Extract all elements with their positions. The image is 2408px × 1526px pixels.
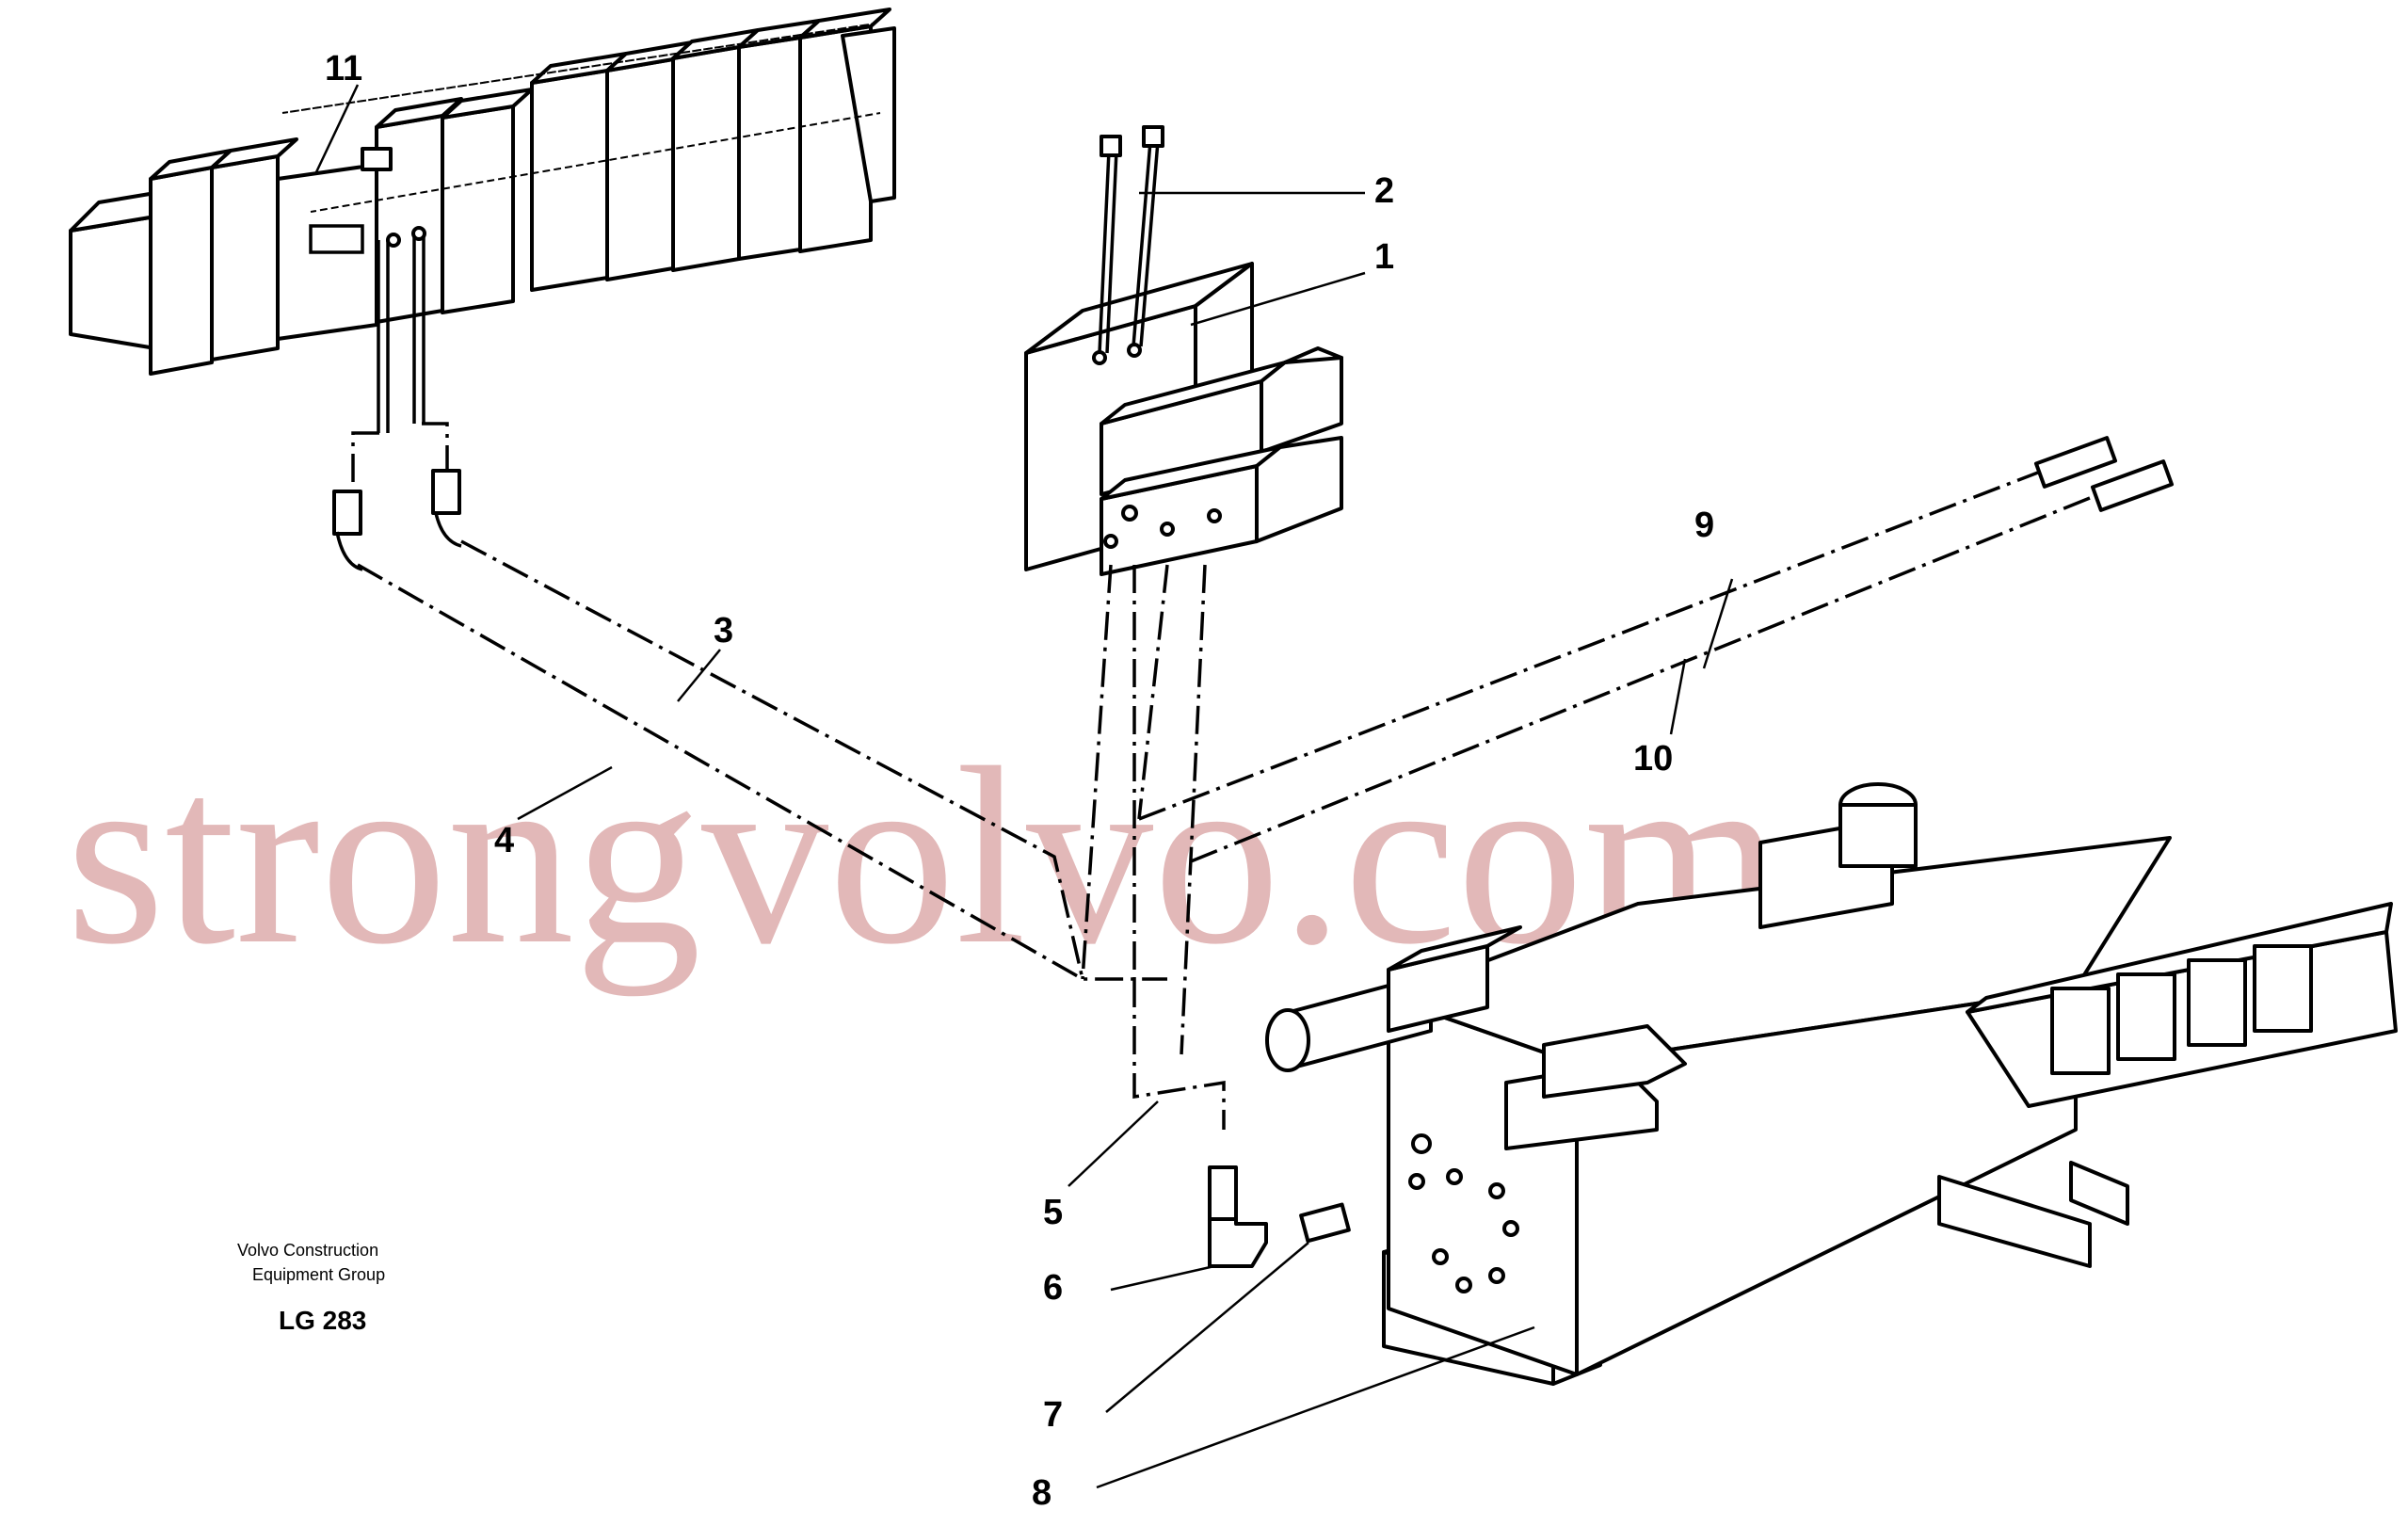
figure-code: LG 283 [279,1306,366,1335]
elbow-fitting-part-6 [1208,1165,1268,1268]
callout-labels: 1 2 3 4 5 6 7 8 9 10 11 [325,49,1714,1513]
solenoid-valve-part-1 [1024,262,1343,576]
callout-7: 7 [1043,1395,1063,1435]
callout-9: 9 [1694,506,1714,545]
credit-line-2: Equipment Group [252,1265,385,1284]
bolts-part-2 [1098,125,1164,354]
callout-4: 4 [494,821,514,860]
hoses-5 [1081,564,1226,1130]
callout-11: 11 [325,49,362,88]
callout-1: 1 [1374,237,1394,277]
hoses-3-4 [357,539,1167,981]
callout-10: 10 [1633,739,1673,779]
main-valve-part-8 [1265,782,2398,1386]
callout-6: 6 [1043,1268,1063,1308]
hoses-9-10 [1138,436,2175,863]
callout-5: 5 [1043,1193,1063,1232]
valve-bank-part-11 [69,8,896,376]
callout-3: 3 [714,611,733,651]
pilot-hose-lines [332,226,462,571]
credit-block: Volvo Construction Equipment Group LG 28… [237,1241,385,1335]
callout-2: 2 [1374,171,1394,211]
adapter-fitting-part-7 [1299,1202,1351,1244]
callout-8: 8 [1032,1473,1051,1513]
leader-lines [313,84,1734,1489]
credit-line-1: Volvo Construction [237,1241,378,1260]
watermark: strongvolvo.com [66,715,1781,997]
